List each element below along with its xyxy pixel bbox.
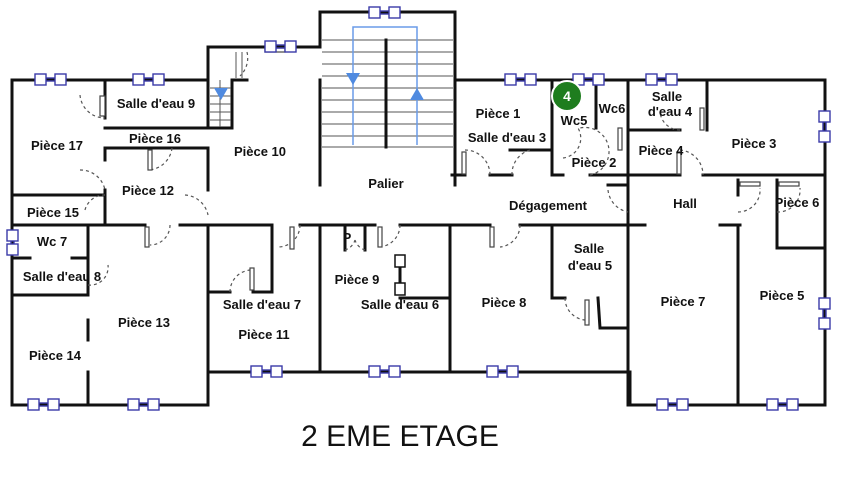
room-labels: Salle d'eau 9 Pièce 17 Pièce 16 Pièce 12… [23,89,820,363]
room-piece-17[interactable]: Pièce 17 [31,138,83,153]
room-piece-12[interactable]: Pièce 12 [122,183,174,198]
window [766,398,799,411]
marker-badge-number: 4 [563,88,571,104]
main-staircase [322,26,453,149]
window [486,365,519,378]
window [127,398,160,411]
window [6,229,19,256]
room-wc-5[interactable]: Wc5 [561,113,588,128]
window [504,73,537,86]
doors [79,47,801,326]
room-piece-6[interactable]: Pièce 6 [775,195,820,210]
window [250,365,283,378]
room-salle-eau-7[interactable]: Salle d'eau 7 [223,297,301,312]
windows [6,6,831,411]
window [368,365,401,378]
room-salle-eau-5-line2[interactable]: d'eau 5 [568,258,612,273]
window [34,73,67,86]
room-wc-6[interactable]: Wc6 [599,101,626,116]
window [264,40,297,53]
small-stair-down-arrow-icon [214,88,228,100]
room-salle-eau-9[interactable]: Salle d'eau 9 [117,96,195,111]
room-piece-9[interactable]: Pièce 9 [335,272,380,287]
stair-down-arrow-icon [346,73,360,85]
room-piece-5[interactable]: Pièce 5 [760,288,805,303]
marker-badge[interactable]: 4 [551,80,583,112]
room-piece-14[interactable]: Pièce 14 [29,348,82,363]
small-staircase [210,52,243,127]
room-piece-11[interactable]: Pièce 11 [238,327,289,342]
room-salle-eau-8[interactable]: Salle d'eau 8 [23,269,101,284]
room-piece-2[interactable]: Pièce 2 [572,155,617,170]
room-salle-eau-6[interactable]: Salle d'eau 6 [361,297,439,312]
window [818,110,831,143]
vent-duct [394,254,406,296]
room-palier[interactable]: Palier [368,176,403,191]
window [132,73,165,86]
floor-title: 2 EME ETAGE [301,420,499,453]
window [645,73,678,86]
room-salle-eau-5-line1[interactable]: Salle [574,241,604,256]
window [656,398,689,411]
room-salle-eau-4-line1[interactable]: Salle [652,89,682,104]
walls [10,10,827,407]
window [27,398,60,411]
stair-up-arrow-icon [410,88,424,100]
room-p[interactable]: P [343,230,352,245]
room-piece-13[interactable]: Pièce 13 [118,315,170,330]
room-degagement[interactable]: Dégagement [509,198,588,213]
room-piece-10[interactable]: Pièce 10 [234,144,286,159]
room-piece-1[interactable]: Pièce 1 [476,106,521,121]
room-piece-15[interactable]: Pièce 15 [27,205,79,220]
room-piece-4[interactable]: Pièce 4 [639,143,685,158]
room-piece-7[interactable]: Pièce 7 [661,294,706,309]
window [818,297,831,330]
room-piece-16[interactable]: Pièce 16 [129,131,181,146]
room-salle-eau-3[interactable]: Salle d'eau 3 [468,130,546,145]
room-piece-8[interactable]: Pièce 8 [482,295,527,310]
room-piece-3[interactable]: Pièce 3 [732,136,777,151]
room-wc-7[interactable]: Wc 7 [37,234,67,249]
room-hall[interactable]: Hall [673,196,697,211]
room-salle-eau-4-line2[interactable]: d'eau 4 [648,104,693,119]
window [368,6,401,19]
